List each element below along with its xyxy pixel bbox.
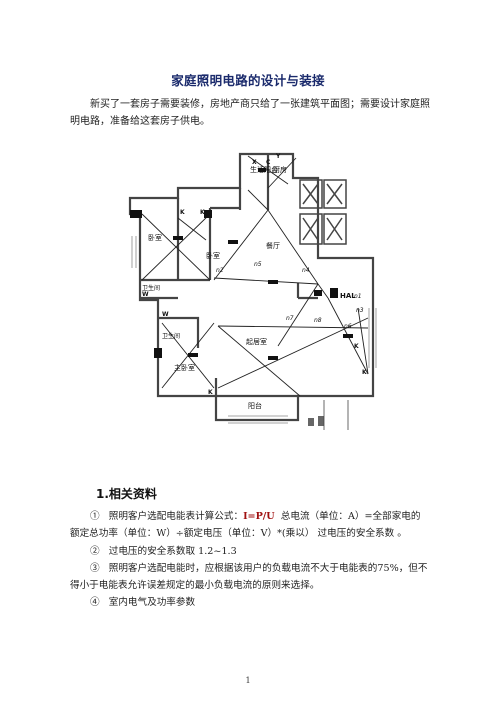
- intro-paragraph: 新买了一套房子需要装修，房地产商只给了一张建筑平面图；需要设计家庭照明电路，准备…: [70, 99, 430, 127]
- circuit-label: n5: [254, 261, 262, 268]
- page-number: 1: [245, 676, 251, 685]
- room-bedroom-2: 卧室: [206, 251, 220, 260]
- item-1-marker: ①: [90, 511, 100, 522]
- room-bathroom-2: 卫生间: [162, 332, 180, 340]
- item-3: ③ 照明客户选配电能时，应根据该用户的负载电流不大于电能表的75%，但不得小于电…: [70, 560, 430, 594]
- item-1-text-a: 照明客户选配电能表计算公式：: [108, 511, 244, 522]
- circuit-label: n3: [356, 307, 364, 314]
- item-1: ① 照明客户选配电能表计算公式：I=P/U 总电流（单位：A）=全部家电的额定总…: [70, 508, 430, 542]
- panel-label: HAL: [340, 292, 356, 300]
- room-bedroom-1: 卧室: [148, 233, 162, 242]
- item-1-text-b: 总电流（单位：A）=全部家电的额定总功率（单位：W）÷额定电压（单位：V）*(乘…: [70, 511, 421, 539]
- switch-mark: C: [266, 159, 271, 166]
- item-3-text: 照明客户选配电能时，应根据该用户的负载电流不大于电能表的75%，但不得小于电能表…: [70, 563, 428, 591]
- circuit-label: n1: [354, 293, 362, 300]
- circuit-label: n7: [286, 315, 294, 322]
- item-2-marker: ②: [90, 546, 100, 557]
- switch-mark: X: [252, 159, 257, 166]
- item-3-marker: ③: [90, 563, 100, 574]
- room-living-balcony-l1: 生活阳台: [250, 165, 278, 174]
- room-balcony: 阳台: [248, 401, 262, 410]
- item-1-formula: I=P/U: [243, 511, 275, 522]
- item-2: ② 过电压的安全系数取 1.2~1.3: [70, 543, 430, 560]
- circuit-label: n2: [216, 267, 224, 274]
- room-dining: 餐厅: [266, 241, 280, 250]
- switch-mark: K: [354, 343, 359, 350]
- circuit-label: n6: [344, 323, 352, 330]
- item-4: ④ 室内电气及功率参数: [70, 594, 430, 611]
- circuit-label: n4: [302, 267, 310, 274]
- document-title: 家庭照明电路的设计与装接: [171, 73, 325, 88]
- switch-mark: K: [362, 369, 367, 376]
- floor-plan: 生活阳台 厨房 卧室 卧室 餐厅 卫生间 卫生间 主卧室 起居室 阳台 n2 n…: [128, 152, 377, 430]
- switch-mark: W: [162, 311, 169, 318]
- section-heading: 1.相关资料: [96, 487, 157, 501]
- item-2-text: 过电压的安全系数取 1.2~1.3: [108, 546, 237, 557]
- distribution-panel-icon: [330, 288, 338, 298]
- switch-mark: K: [180, 209, 185, 216]
- room-master-bedroom: 主卧室: [174, 363, 195, 372]
- switch-mark: K: [208, 389, 213, 396]
- room-bathroom-1: 卫生间: [142, 284, 160, 292]
- item-4-text: 室内电气及功率参数: [108, 597, 196, 608]
- room-kitchen: 厨房: [273, 165, 287, 174]
- circuit-label: n8: [314, 317, 322, 324]
- room-living-room: 起居室: [246, 337, 267, 346]
- switch-mark: W: [142, 291, 149, 298]
- switch-mark: K: [200, 209, 205, 216]
- item-4-marker: ④: [90, 597, 100, 608]
- switch-mark: Y: [275, 153, 281, 160]
